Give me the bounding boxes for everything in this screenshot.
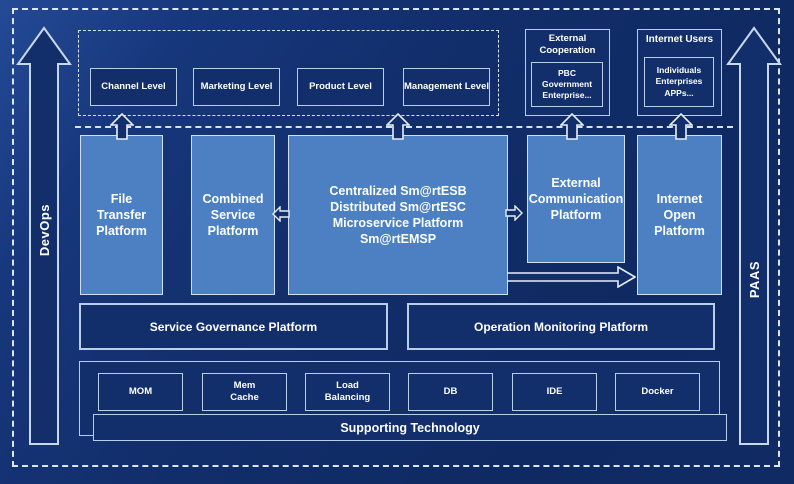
central-esb-platform-label: Centralized Sm@rtESB Distributed Sm@rtES… <box>329 183 467 247</box>
pbc-government-label: PBC Government Enterprise... <box>541 67 593 101</box>
management-level-label: Management Level <box>404 80 489 92</box>
internet-users-title: Internet Users <box>645 34 714 45</box>
box-internet-open-platform: Internet Open Platform <box>637 135 722 295</box>
box-central-esb-platform: Centralized Sm@rtESB Distributed Sm@rtES… <box>288 135 508 295</box>
devops-label: DevOps <box>36 203 52 257</box>
channel-level-label: Channel Level <box>101 80 166 92</box>
box-db: DB <box>408 373 493 411</box>
devops-rail-label-wrap: DevOps <box>30 120 58 340</box>
box-channel-level: Channel Level <box>90 68 177 106</box>
individuals-enterprises-label: Individuals Enterprises APPs... <box>655 65 703 98</box>
outer-dashed-frame <box>12 8 780 467</box>
up-arrow-icon <box>386 113 410 140</box>
operation-monitoring-label: Operation Monitoring Platform <box>474 319 648 334</box>
box-mem-cache: Mem Cache <box>202 373 287 411</box>
box-file-transfer-platform: File Transfer Platform <box>80 135 163 295</box>
box-individuals-enterprises: Individuals Enterprises APPs... <box>644 57 714 107</box>
box-marketing-level: Marketing Level <box>193 68 280 106</box>
paas-arrow-icon <box>726 26 782 445</box>
external-cooperation-title: External Cooperation <box>539 33 596 56</box>
docker-label: Docker <box>641 386 674 398</box>
devops-arrow-icon <box>16 26 72 445</box>
service-governance-label: Service Governance Platform <box>149 319 318 334</box>
box-pbc-government: PBC Government Enterprise... <box>531 62 603 107</box>
box-internet-users: Internet Users Individuals Enterprises A… <box>637 29 722 116</box>
supporting-technology-bar: Supporting Technology <box>93 414 727 441</box>
product-level-label: Product Level <box>309 80 372 92</box>
box-ide: IDE <box>512 373 597 411</box>
box-product-level: Product Level <box>297 68 384 106</box>
box-operation-monitoring-platform: Operation Monitoring Platform <box>407 303 715 350</box>
ide-label: IDE <box>546 386 563 398</box>
paas-rail-label-wrap: PAAS <box>740 190 768 370</box>
long-right-arrow-icon <box>507 266 636 288</box>
box-load-balancing: Load Balancing <box>305 373 390 411</box>
up-arrow-icon <box>669 113 693 140</box>
box-external-communication-platform: External Communication Platform <box>527 135 625 263</box>
up-arrow-icon <box>110 113 134 140</box>
box-mom: MOM <box>98 373 183 411</box>
load-balancing-label: Load Balancing <box>324 380 371 403</box>
left-arrow-icon <box>272 206 290 222</box>
mem-cache-label: Mem Cache <box>230 380 259 403</box>
marketing-level-label: Marketing Level <box>200 80 273 92</box>
paas-label: PAAS <box>746 261 762 299</box>
external-communication-platform-label: External Communication Platform <box>528 175 624 223</box>
right-arrow-icon <box>505 205 523 221</box>
box-docker: Docker <box>615 373 700 411</box>
box-external-cooperation: External Cooperation PBC Government Ente… <box>525 29 610 116</box>
supporting-technology-label: Supporting Technology <box>340 420 480 435</box>
up-arrow-icon <box>560 113 584 140</box>
file-transfer-platform-label: File Transfer Platform <box>96 191 147 239</box>
mom-label: MOM <box>128 386 153 398</box>
box-combined-service-platform: Combined Service Platform <box>191 135 275 295</box>
box-management-level: Management Level <box>403 68 490 106</box>
dashed-separator-line <box>75 126 733 128</box>
db-label: DB <box>443 386 458 398</box>
box-service-governance-platform: Service Governance Platform <box>79 303 388 350</box>
business-levels-group <box>78 30 499 116</box>
internet-open-platform-label: Internet Open Platform <box>654 191 705 239</box>
combined-service-platform-label: Combined Service Platform <box>202 191 264 239</box>
